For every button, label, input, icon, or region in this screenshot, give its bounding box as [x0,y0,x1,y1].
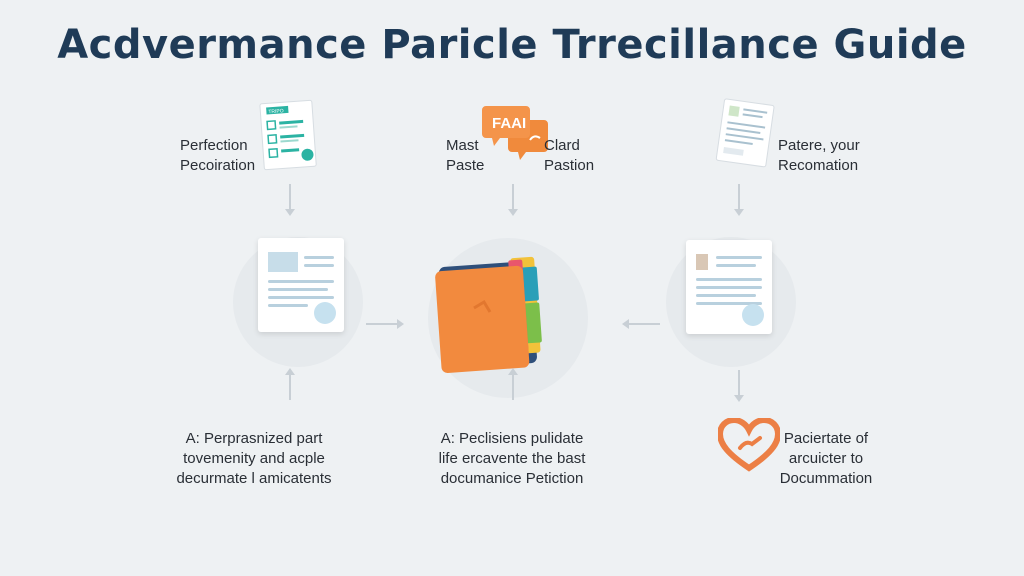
page-title: Acdvermance Paricle Trrecillance Guide [57,22,967,68]
top-center-left-label: Mast Paste [446,136,484,176]
bottom-left-label: A: Perprasnized part tovemenity and acpl… [156,429,352,489]
folder-icon [435,256,542,373]
top-center-left2: Paste [446,157,485,174]
arrow-bottom-left [285,368,295,400]
top-center-right2: Pastion [544,157,595,174]
arrow-bottom-right [734,370,744,402]
bottom-center-line3: documanice Petiction [440,470,584,487]
top-center-right-label: Clard Pastion [544,136,594,176]
document-icon-left [258,238,344,332]
top-center-left1: Mast [446,137,479,154]
bubble-text: FAAI [492,115,526,132]
doc-tag-text: TRIPO [268,108,284,115]
bottom-center-line1: A: Peclisiens pulidate [440,430,584,447]
heart-hand-icon [718,418,780,472]
arrow-top-left [285,184,295,216]
arrow-mid-left [366,319,404,329]
chat-bubbles-icon: FAAI [482,106,548,160]
top-right-line2: Recomation [778,157,859,174]
top-left-line1: Perfection [180,137,248,154]
form-document-icon [715,98,775,168]
top-right-line1: Patere, your [778,137,860,154]
arrow-mid-right [622,319,660,329]
document-icon-right [686,240,772,334]
checklist-document-icon: TRIPO [259,99,317,171]
bottom-right-line2: arcuicter to [788,450,864,467]
top-center-right1: Clard [544,137,580,154]
bottom-right-line3: Docummation [779,470,873,487]
arrow-top-right [734,184,744,216]
bottom-right-label: Paciertate of arcuicter to Docummation [770,429,882,489]
bottom-center-label: A: Peclisiens pulidate life ercavente th… [420,429,604,489]
bottom-left-line3: decurmate l amicatents [176,470,332,487]
bottom-left-line1: A: Perprasnized part [185,430,323,447]
arrow-top-center [508,184,518,216]
bottom-right-line1: Paciertate of [783,430,869,447]
arrow-bottom-center [508,368,518,400]
top-left-line2: Pecoiration [180,157,256,174]
bottom-center-line2: life ercavente the bast [438,450,586,467]
bottom-left-line2: tovemenity and acple [183,450,325,467]
top-left-label: Perfection Pecoiration [180,136,255,176]
top-right-label: Patere, your Recomation [778,136,860,176]
